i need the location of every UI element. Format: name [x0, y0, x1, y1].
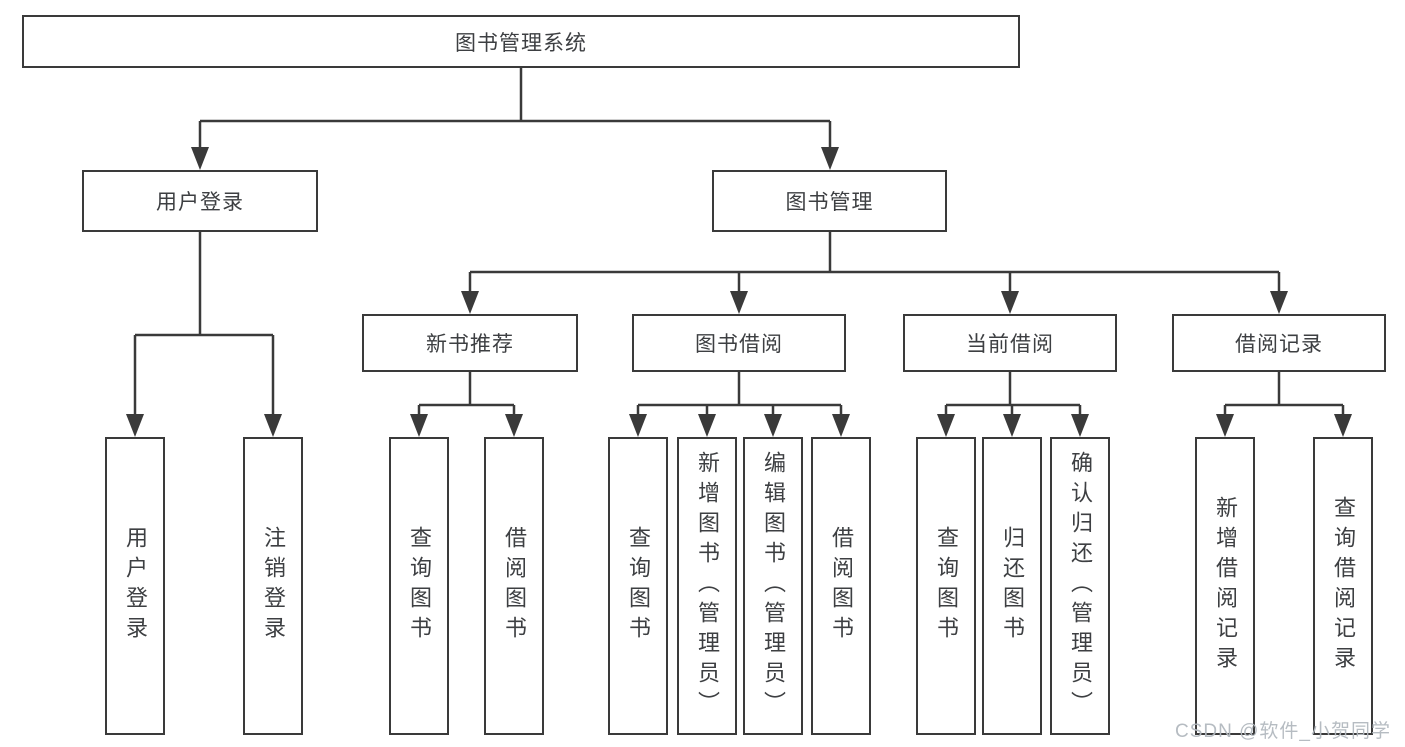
leaf-label: 确认归还（管理员） — [1068, 451, 1093, 721]
leaf-logout: 注销登录 — [243, 437, 303, 735]
node-user-login: 用户登录 — [82, 170, 318, 232]
leaf-borrow-books-1: 借阅图书 — [484, 437, 544, 735]
node-book-borrowing: 图书借阅 — [632, 314, 846, 372]
leaf-label: 归还图书 — [1000, 526, 1025, 646]
leaf-label: 注销登录 — [261, 526, 286, 646]
leaf-user-login: 用户登录 — [105, 437, 165, 735]
node-label: 新书推荐 — [426, 333, 514, 356]
leaf-confirm-return-admin: 确认归还（管理员） — [1050, 437, 1110, 735]
node-library-management-system: 图书管理系统 — [22, 15, 1020, 68]
leaf-label: 用户登录 — [123, 526, 148, 646]
node-label: 图书借阅 — [695, 333, 783, 356]
node-new-book-recommendation: 新书推荐 — [362, 314, 578, 372]
node-label: 当前借阅 — [966, 333, 1054, 356]
node-current-borrowing: 当前借阅 — [903, 314, 1117, 372]
leaf-label: 新增借阅记录 — [1213, 496, 1238, 676]
leaf-label: 新增图书（管理员） — [695, 451, 720, 721]
node-borrowing-records: 借阅记录 — [1172, 314, 1386, 372]
leaf-label: 编辑图书（管理员） — [761, 451, 786, 721]
leaf-query-books-2: 查询图书 — [608, 437, 668, 735]
leaf-label: 借阅图书 — [829, 526, 854, 646]
node-label: 借阅记录 — [1235, 333, 1323, 356]
leaf-label: 查询借阅记录 — [1331, 496, 1356, 676]
leaf-borrow-books-2: 借阅图书 — [811, 437, 871, 735]
leaf-return-books: 归还图书 — [982, 437, 1042, 735]
leaf-query-borrow-record: 查询借阅记录 — [1313, 437, 1373, 735]
leaf-label: 查询图书 — [626, 526, 651, 646]
leaf-edit-books-admin: 编辑图书（管理员） — [743, 437, 803, 735]
leaf-add-books-admin: 新增图书（管理员） — [677, 437, 737, 735]
node-label: 图书管理 — [785, 191, 874, 214]
leaf-label: 查询图书 — [407, 526, 432, 646]
leaf-label: 查询图书 — [934, 526, 959, 646]
csdn-watermark: CSDN @软件_小贺同学 — [1175, 721, 1391, 742]
leaf-query-books-3: 查询图书 — [916, 437, 976, 735]
leaf-label: 借阅图书 — [502, 526, 527, 646]
node-label: 用户登录 — [156, 191, 244, 214]
leaf-query-books-1: 查询图书 — [389, 437, 449, 735]
node-label: 图书管理系统 — [455, 31, 587, 55]
leaf-add-borrow-record: 新增借阅记录 — [1195, 437, 1255, 735]
node-book-management: 图书管理 — [712, 170, 947, 232]
